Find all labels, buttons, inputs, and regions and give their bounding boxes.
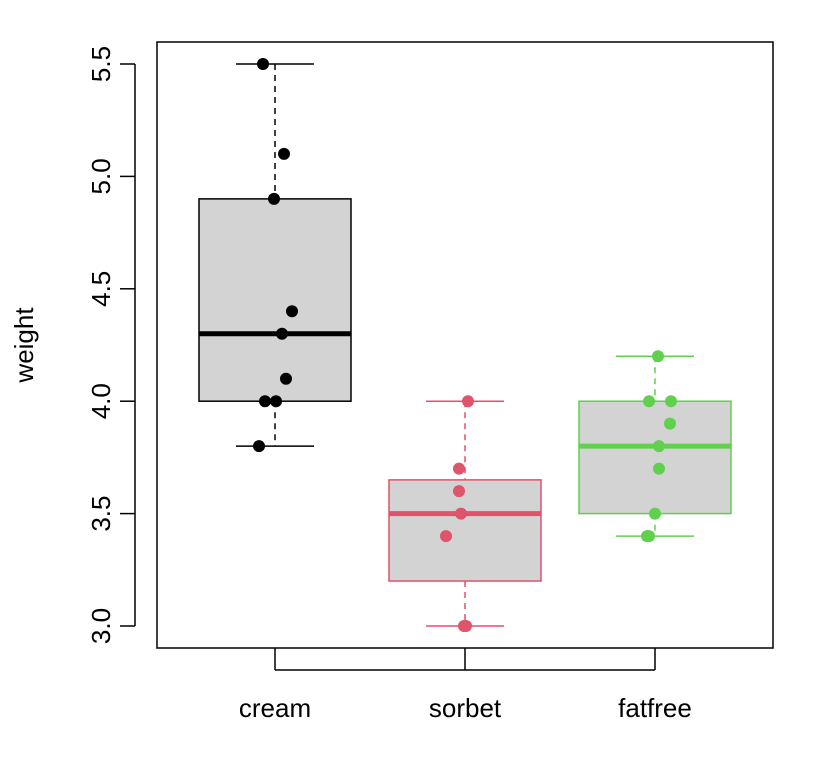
data-point (653, 462, 665, 475)
y-tick-label: 3.5 (86, 496, 116, 532)
y-tick-label: 5.5 (86, 46, 116, 82)
y-tick-label: 3.0 (86, 608, 116, 644)
data-point (664, 417, 676, 430)
data-point (253, 440, 265, 453)
data-point (460, 620, 472, 632)
points (253, 58, 677, 632)
data-point (257, 58, 269, 70)
data-point (453, 462, 465, 475)
y-tick-label: 5.0 (86, 158, 116, 194)
x-axis: cream sorbet fatfree (239, 648, 692, 723)
x-tick-label: cream (239, 693, 311, 723)
data-point (653, 440, 665, 453)
y-axis: 3.0 3.5 4.0 4.5 5.0 5.5 (86, 46, 136, 644)
data-point (453, 485, 465, 498)
data-point (643, 395, 655, 408)
data-point (276, 327, 288, 340)
box-sorbet (388, 479, 542, 582)
data-point (280, 372, 292, 385)
x-tick-label: sorbet (429, 693, 502, 723)
data-point (643, 530, 655, 543)
data-point (278, 147, 290, 160)
y-tick-label: 4.0 (86, 383, 116, 419)
data-point (270, 395, 282, 408)
y-axis-label: weight (9, 307, 39, 384)
data-point (462, 395, 474, 408)
data-point (649, 507, 661, 520)
data-point (259, 395, 271, 408)
box-fatfree (578, 400, 732, 515)
box-cream (198, 198, 352, 402)
x-tick-label: fatfree (618, 693, 692, 723)
data-point (652, 350, 664, 363)
data-point (455, 507, 467, 520)
y-tick-label: 4.5 (86, 271, 116, 307)
data-point (268, 192, 280, 205)
data-point (665, 395, 677, 408)
data-point (286, 305, 298, 318)
boxes (198, 63, 732, 627)
data-point (440, 530, 452, 543)
